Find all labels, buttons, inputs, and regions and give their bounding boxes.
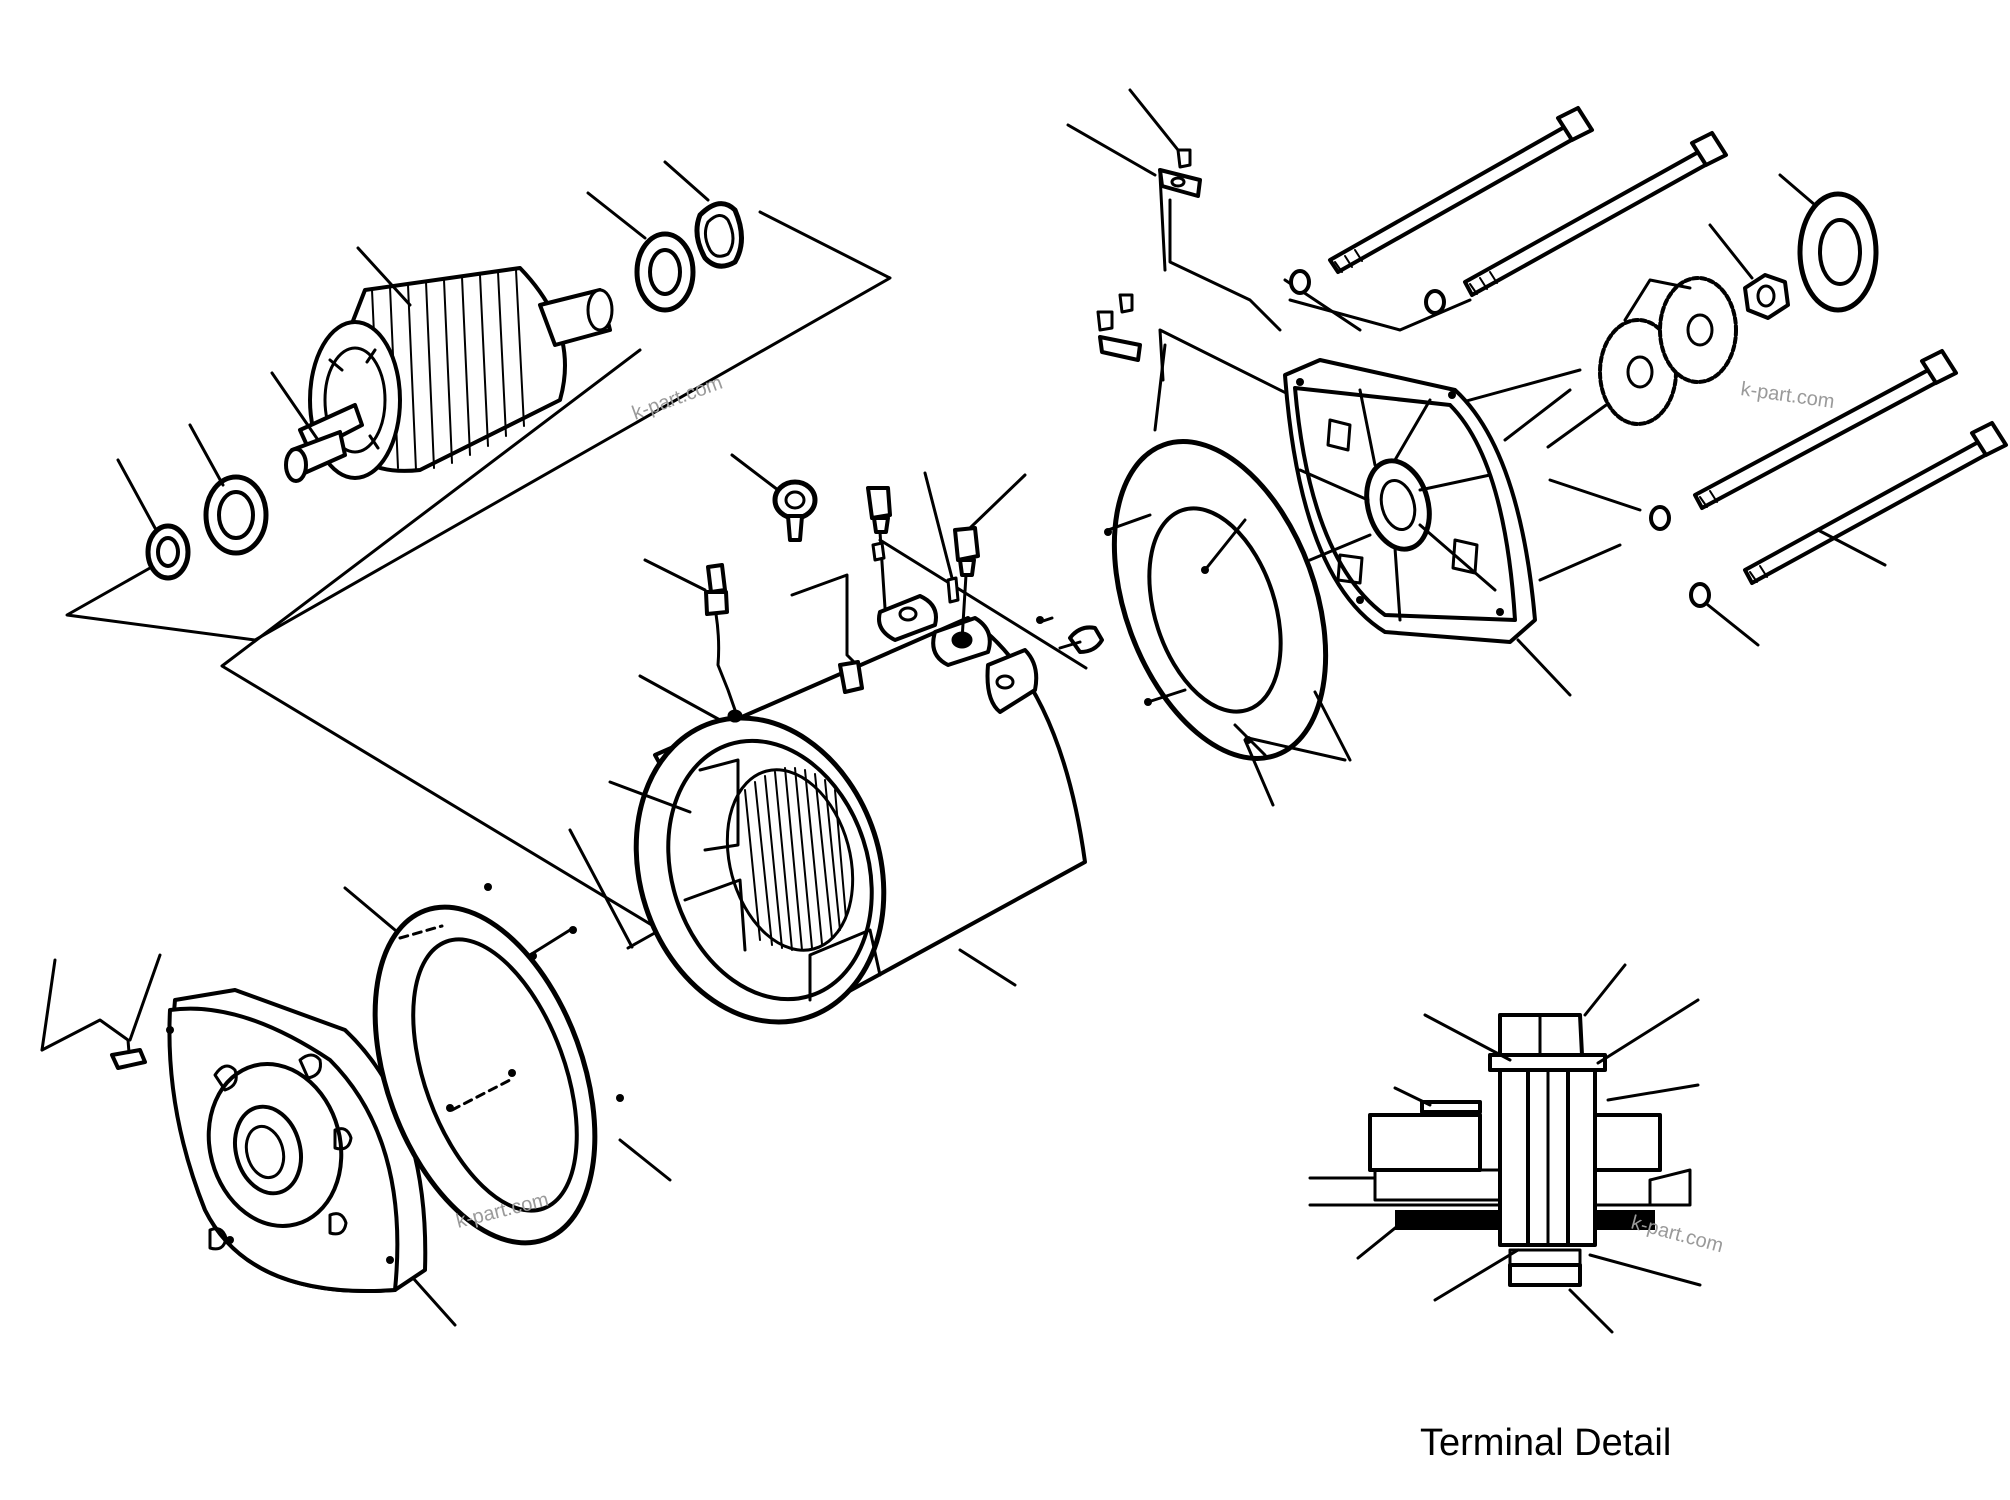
terminal-lug-c — [985, 648, 1039, 714]
through-bolt-2 — [1463, 131, 1728, 297]
bolt-nut-2 — [1424, 289, 1446, 315]
through-bolt-1 — [1328, 106, 1594, 274]
brush-ring-left — [343, 883, 672, 1246]
through-bolt-3 — [1693, 349, 1958, 510]
terminal-stud-top — [1066, 88, 1202, 198]
commutator-end-bearing — [586, 191, 696, 313]
wire-connector-plug — [638, 558, 743, 723]
watermark-4: k-part.com — [1629, 1212, 1726, 1258]
watermark-1: k-part.com — [629, 372, 725, 425]
small-bolt-a — [871, 541, 886, 562]
bolt-nut-3 — [1649, 505, 1671, 531]
terminal-stud-lower — [1096, 293, 1142, 362]
terminal-lug-b — [931, 616, 992, 667]
terminal-hex-nut — [1708, 223, 1790, 320]
bolt-nut-1 — [1289, 269, 1311, 295]
terminal-detail-caption: Terminal Detail — [1420, 1422, 1671, 1464]
drive-end-bearing — [188, 423, 269, 556]
assembly-connector-lines — [65, 173, 1657, 950]
stator-frame — [608, 616, 1087, 1025]
drive-end-shield — [166, 988, 457, 1327]
wave-spring-ring — [663, 160, 744, 269]
terminal-lug-a — [877, 594, 938, 642]
lifting-eyebolt — [730, 453, 818, 542]
sensor-screw — [923, 471, 960, 604]
temperature-sensor-b — [953, 473, 1027, 642]
stator-connector-bolt — [1036, 616, 1104, 654]
bearing-washer — [116, 458, 191, 581]
hex-nut-small — [838, 660, 864, 694]
terminal-detail-view — [1308, 963, 1702, 1334]
end-shield-bolt-set — [40, 953, 162, 1070]
bolt-nut-4 — [1689, 582, 1760, 647]
brush-ring-right — [1104, 439, 1352, 807]
flat-washer-large — [1778, 173, 1879, 313]
armature-rotor — [270, 246, 614, 483]
commutator-end-housing — [1283, 358, 1572, 697]
star-lock-washer-2 — [1623, 276, 1738, 384]
star-lock-washer-1 — [1503, 318, 1678, 442]
watermark-2: k-part.com — [1739, 378, 1836, 413]
through-bolt-4 — [1743, 421, 2008, 585]
